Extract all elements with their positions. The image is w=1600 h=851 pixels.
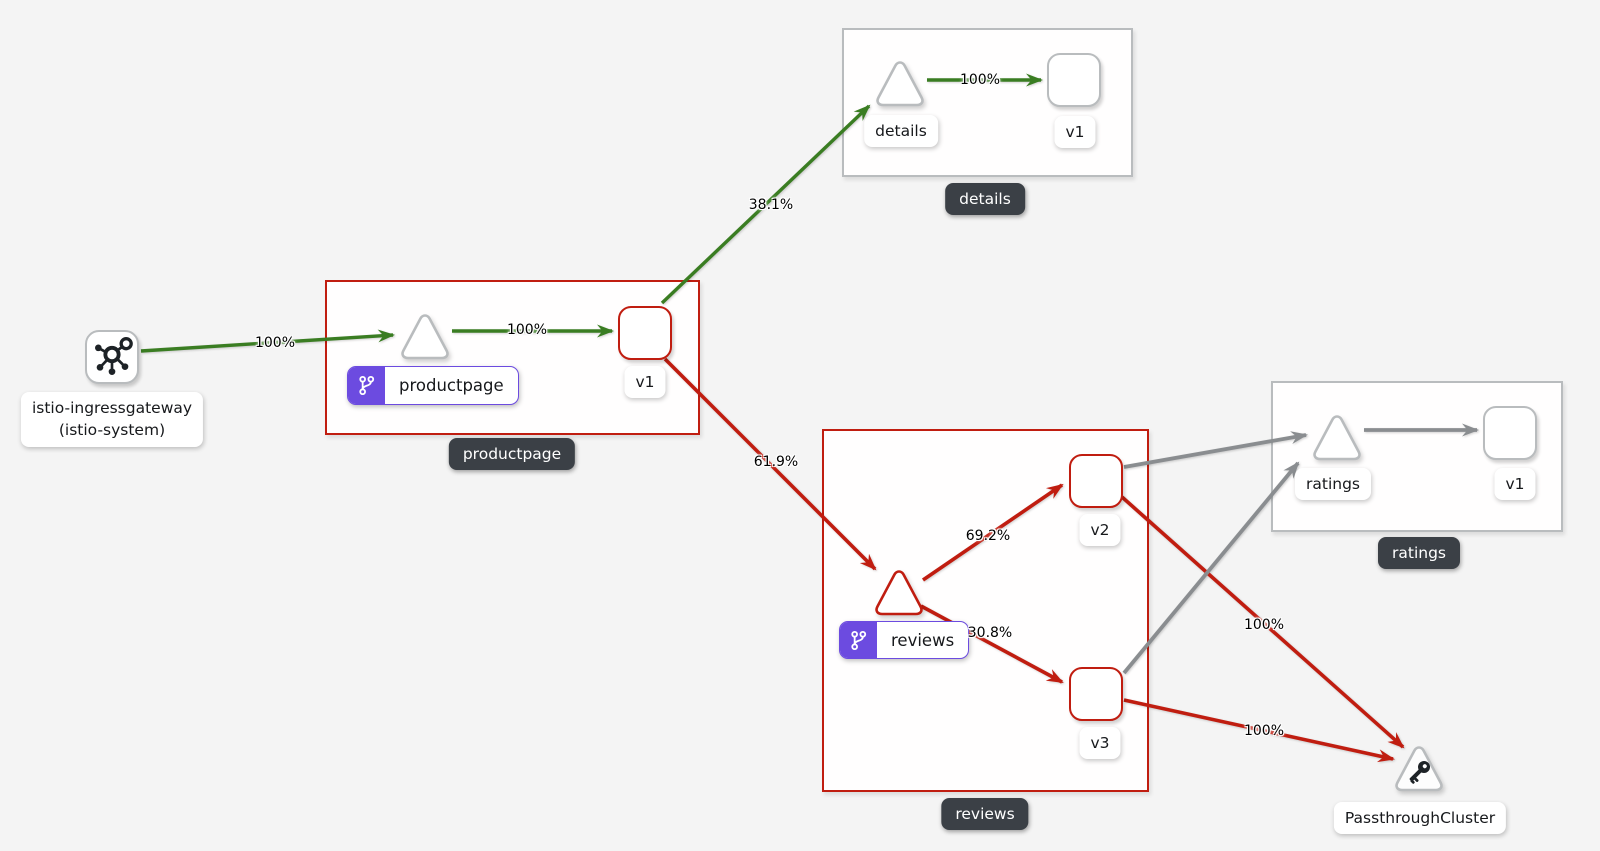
node-label-reviews[interactable]: reviews [839, 621, 970, 659]
edge-productpage-v1-to-reviews[interactable] [663, 357, 877, 571]
node-workload-details-v1[interactable] [1047, 53, 1101, 107]
edge-v3-to-ratings[interactable] [1122, 461, 1300, 675]
group-badge-details[interactable]: details [945, 183, 1025, 215]
node-label-productpage[interactable]: productpage [347, 366, 519, 405]
edge-label-v1-reviews: 61.9% [753, 454, 799, 470]
edge-reviews-to-v2[interactable] [921, 483, 1064, 582]
edge-label-ingress-productpage: 100% [254, 335, 296, 351]
node-service-details[interactable] [872, 57, 928, 109]
ingress-label-line2: (istio-system) [58, 421, 166, 440]
node-workload-reviews-v3[interactable] [1069, 667, 1123, 721]
edge-label-reviews-v2: 69.2% [965, 528, 1011, 544]
group-badge-reviews[interactable]: reviews [941, 798, 1029, 830]
edge-reviews-to-v3[interactable] [920, 604, 1064, 684]
edge-v2-to-passthroughcluster[interactable] [1120, 495, 1405, 749]
edge-label-productpage-v1: 100% [506, 322, 548, 338]
ingress-label-line1: istio-ingressgateway [31, 399, 193, 417]
node-label-ratings-v1[interactable]: v1 [1494, 468, 1536, 501]
node-service-reviews[interactable] [871, 566, 927, 618]
group-badge-productpage[interactable]: productpage [448, 438, 576, 470]
node-label-passthroughcluster[interactable]: PassthroughCluster [1333, 802, 1507, 835]
edge-label-reviews-v3: 30.8% [967, 625, 1013, 641]
edge-ingressgateway-to-productpage[interactable] [140, 329, 395, 353]
node-workload-ratings-v1[interactable] [1483, 406, 1537, 460]
node-label-istio-ingressgateway[interactable]: istio-ingressgateway (istio-system) [20, 392, 204, 447]
node-label-ratings[interactable]: ratings [1295, 468, 1371, 501]
node-passthroughcluster[interactable] [1391, 742, 1447, 794]
edge-label-details-v1: 100% [959, 72, 1001, 88]
node-label-details-v1[interactable]: v1 [1054, 116, 1096, 149]
node-label-details[interactable]: details [864, 115, 938, 148]
group-badge-ratings[interactable]: ratings [1378, 537, 1460, 569]
productpage-label-text: productpage [399, 376, 504, 395]
edge-productpage-v1-to-details[interactable] [660, 104, 871, 305]
node-label-reviews-v3[interactable]: v3 [1079, 727, 1121, 760]
edge-v3-to-passthroughcluster[interactable] [1123, 698, 1395, 763]
node-label-reviews-v2[interactable]: v2 [1079, 514, 1121, 547]
node-workload-reviews-v2[interactable] [1069, 454, 1123, 508]
node-label-productpage-v1[interactable]: v1 [624, 366, 666, 399]
edge-v2-to-ratings[interactable] [1123, 431, 1308, 469]
node-service-productpage[interactable] [397, 310, 453, 362]
code-branch-icon [348, 367, 385, 404]
node-service-ratings[interactable] [1309, 411, 1365, 463]
edge-label-v3-passthrough: 100% [1243, 723, 1285, 739]
reviews-label-text: reviews [891, 630, 955, 650]
node-workload-productpage-v1[interactable] [618, 306, 672, 360]
edge-label-v2-passthrough: 100% [1243, 617, 1285, 633]
mesh-hub-icon [87, 332, 137, 382]
node-istio-ingressgateway[interactable] [85, 330, 139, 384]
edge-label-v1-details: 38.1% [748, 197, 794, 213]
code-branch-icon [840, 622, 877, 658]
key-icon [1409, 760, 1431, 784]
